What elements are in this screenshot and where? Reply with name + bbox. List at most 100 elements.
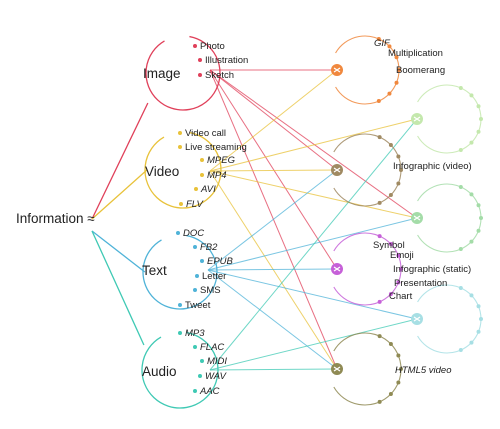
hub-dot-html5_hub — [388, 341, 393, 346]
hub-dot-blank_hub_2 — [458, 184, 463, 189]
hub-dot-gif_hub — [387, 44, 392, 49]
item-dot-video — [178, 131, 182, 135]
hub-dot-video_hub — [388, 142, 393, 147]
shuffle-icon — [333, 167, 341, 173]
hub-item-label-video_hub: Infographic (video) — [393, 161, 472, 172]
hub-item-label-symbol_hub: Chart — [389, 291, 413, 302]
item-dot-video — [194, 187, 198, 191]
category-rings — [141, 35, 222, 409]
category-label-text: Text — [142, 263, 167, 278]
shuffle-icon — [333, 266, 341, 272]
hub-rings — [331, 35, 483, 406]
category-label-audio: Audio — [142, 364, 177, 379]
hub-dot-symbol_hub — [377, 299, 382, 304]
hub-dot-blank_hub_1 — [469, 93, 474, 98]
hub-item-label-html5_hub: HTML5 video — [395, 365, 452, 376]
hub-dot-blank_hub_2 — [469, 239, 474, 244]
hub-dot-html5_hub — [377, 399, 382, 404]
hub-dot-video_hub — [388, 193, 393, 198]
item-label-text: Tweet — [185, 300, 211, 311]
shuffle-icon — [333, 366, 341, 372]
connection-video-to-video_hub — [209, 169, 338, 172]
item-label-text: DOC — [183, 228, 204, 239]
connection-lines — [207, 69, 418, 371]
hub-dot-blank_hub_2 — [479, 216, 483, 220]
hub-item-label-symbol_hub: Presentation — [394, 278, 447, 289]
hub-dot-blank_hub_1 — [476, 129, 481, 134]
hub-dot-blank_hub_1 — [479, 117, 483, 121]
hub-dot-blank_hub_3 — [458, 285, 463, 290]
connection-text-to-symbol_hub — [207, 268, 338, 271]
hub-dot-blank_hub_1 — [476, 104, 481, 109]
item-dot-audio — [198, 374, 202, 378]
hub-dot-blank_hub_3 — [458, 348, 463, 353]
hub-dot-html5_hub — [399, 367, 403, 371]
item-dot-text — [193, 245, 197, 249]
root-label: Information ≈ — [16, 211, 95, 226]
hub-item-label-gif_hub: Boomerang — [396, 65, 445, 76]
item-dot-text — [176, 231, 180, 235]
hub-dot-blank_hub_3 — [476, 304, 481, 309]
item-label-image: Illustration — [205, 55, 248, 66]
hub-dot-blank_hub_2 — [476, 228, 481, 233]
root-branch-video — [91, 169, 148, 220]
item-dot-image — [193, 44, 197, 48]
item-label-text: FB2 — [200, 242, 218, 253]
item-dot-text — [195, 274, 199, 278]
hub-dot-symbol_hub — [388, 241, 393, 246]
item-label-audio: MP3 — [185, 328, 205, 339]
hub-item-label-symbol_hub: Infographic (static) — [393, 264, 471, 275]
root-branches — [91, 102, 149, 346]
ring-image — [145, 35, 221, 111]
hub-dot-html5_hub — [396, 380, 401, 385]
hub-dot-symbol_hub — [399, 267, 403, 271]
item-dot-audio — [193, 389, 197, 393]
hub-dot-video_hub — [396, 154, 401, 159]
item-label-image: Photo — [200, 41, 225, 52]
hub-dot-symbol_hub — [396, 253, 401, 258]
hub-dot-video_hub — [399, 168, 403, 172]
root-branch-image — [91, 102, 149, 220]
hub-dot-blank_hub_2 — [476, 203, 481, 208]
item-dot-image — [198, 73, 202, 77]
item-dot-video — [200, 158, 204, 162]
connection-video-to-html5_hub — [209, 170, 338, 370]
hub-dot-blank_hub_3 — [469, 293, 474, 298]
ring-video — [144, 131, 222, 209]
hub-item-label-symbol_hub: Symbol — [373, 240, 405, 251]
hub-item-label-symbol_hub: Emoji — [390, 250, 414, 261]
connection-audio-to-html5_hub — [209, 368, 338, 371]
connection-text-to-blank_hub_2 — [207, 217, 418, 271]
item-label-video: Live streaming — [185, 142, 247, 153]
item-dot-text — [200, 259, 204, 263]
hub-dot-blank_hub_3 — [476, 329, 481, 334]
item-dot-text — [178, 303, 182, 307]
connection-image-to-blank_hub_2 — [209, 69, 418, 219]
shuffle-icon — [333, 67, 341, 73]
item-dot-audio — [178, 331, 182, 335]
hub-dot-gif_hub — [376, 36, 381, 41]
connection-audio-to-blank_hub_3 — [209, 318, 418, 371]
item-dot-image — [198, 58, 202, 62]
item-dot-audio — [200, 359, 204, 363]
hub-dot-blank_hub_3 — [479, 317, 483, 321]
shuffle-icon — [413, 215, 421, 221]
hub-dot-symbol_hub — [377, 234, 382, 239]
item-label-image: Sketch — [205, 70, 234, 81]
hub-dot-blank_hub_2 — [458, 247, 463, 252]
hub-dot-gif_hub — [394, 55, 399, 60]
item-label-video: MP4 — [207, 170, 227, 181]
item-label-audio: MIDI — [207, 356, 227, 367]
hub-dot-html5_hub — [396, 353, 401, 358]
item-label-audio: FLAC — [200, 342, 224, 353]
item-dot-video — [179, 202, 183, 206]
connection-image-to-symbol_hub — [209, 69, 338, 270]
item-dot-text — [193, 288, 197, 292]
item-label-video: Video call — [185, 128, 226, 139]
item-dot-video — [178, 145, 182, 149]
hub-dot-gif_hub — [387, 91, 392, 96]
hub-dot-blank_hub_2 — [469, 192, 474, 197]
item-label-text: SMS — [200, 285, 221, 296]
hub-dot-gif_hub — [376, 99, 381, 104]
